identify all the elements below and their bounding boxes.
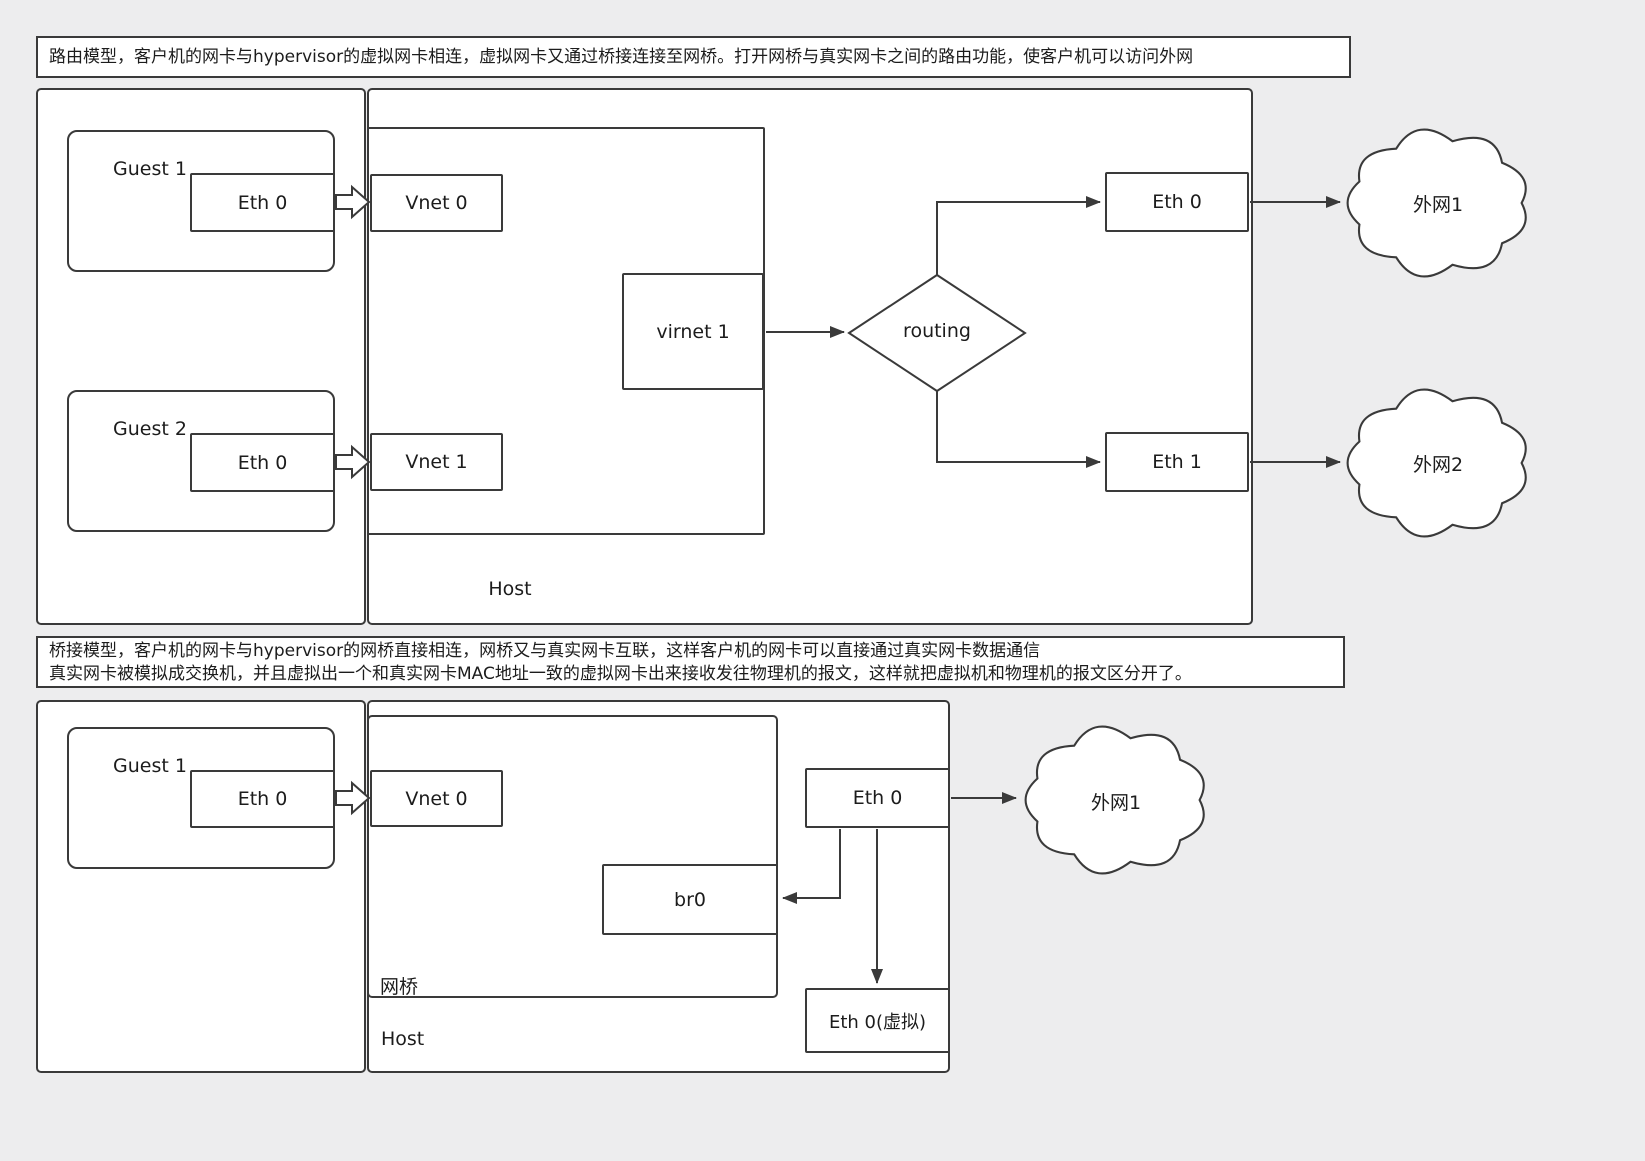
eth0-virtual-box: Eth 0(虚拟) bbox=[805, 988, 950, 1053]
routing-label: routing bbox=[903, 320, 971, 342]
guest2-eth0-box-top: Eth 0 bbox=[190, 433, 335, 492]
host-eth0-box-top: Eth 0 bbox=[1105, 172, 1249, 232]
wan1-label-bottom: 外网1 bbox=[1090, 792, 1142, 814]
bridge-caption-line2: 真实网卡被模拟成交换机，并且虚拟出一个和真实网卡MAC地址一致的虚拟网卡出来接收… bbox=[49, 664, 1192, 684]
bridge-caption-line1: 桥接模型，客户机的网卡与hypervisor的网桥直接相连，网桥又与真实网卡互联… bbox=[49, 641, 1041, 661]
routing-model-caption: 路由模型，客户机的网卡与hypervisor的虚拟网卡相连，虚拟网卡又通过桥接连… bbox=[36, 36, 1351, 78]
host-eth0-box-bottom: Eth 0 bbox=[805, 768, 950, 828]
br0-box: br0 bbox=[602, 864, 778, 935]
wan1-label: 外网1 bbox=[1412, 194, 1464, 216]
virnet1-box: virnet 1 bbox=[622, 273, 764, 390]
bridge-model-caption: 桥接模型，客户机的网卡与hypervisor的网桥直接相连，网桥又与真实网卡互联… bbox=[36, 636, 1345, 688]
guest1-eth0-box-top: Eth 0 bbox=[190, 173, 335, 232]
host-label-bottom: Host bbox=[381, 1028, 425, 1050]
wan2-label: 外网2 bbox=[1412, 454, 1464, 476]
guest1-label-top: Guest 1 bbox=[113, 158, 187, 180]
host-label-top: Host bbox=[488, 578, 532, 600]
bridge-label: 网桥 bbox=[380, 976, 419, 998]
bridge-container-bottom bbox=[367, 715, 778, 998]
vnet1-box-top: Vnet 1 bbox=[370, 433, 503, 491]
host-eth1-box-top: Eth 1 bbox=[1105, 432, 1249, 492]
vnet0-box-top: Vnet 0 bbox=[370, 174, 503, 232]
vnet0-box-bottom: Vnet 0 bbox=[370, 770, 503, 827]
guest1-eth0-box-bottom: Eth 0 bbox=[190, 770, 335, 828]
guest1-label-bottom: Guest 1 bbox=[113, 755, 187, 777]
guest2-label-top: Guest 2 bbox=[113, 418, 187, 440]
